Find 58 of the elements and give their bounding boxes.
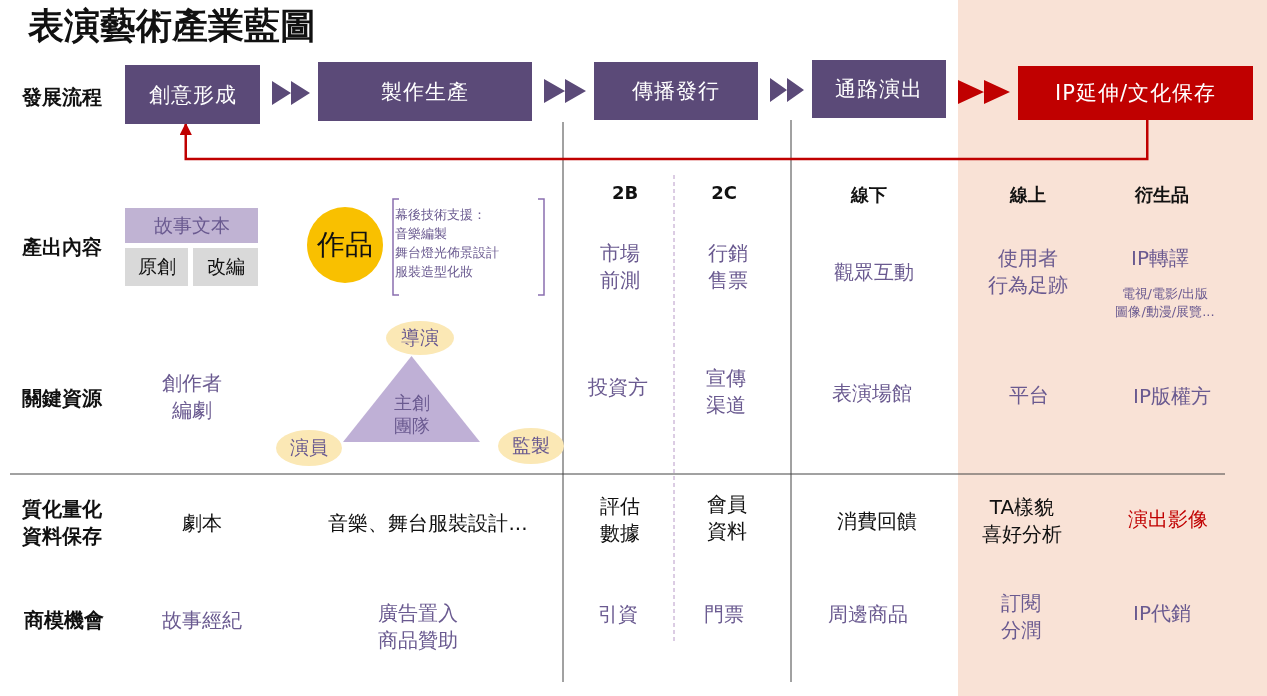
entry-text: 劇本 (182, 509, 222, 537)
column-heading: 線上 (1010, 182, 1046, 207)
entry-text: 會員資料 (707, 491, 747, 545)
entry-text: IP代銷 (1133, 599, 1191, 627)
entry-text: 訂閱分潤 (1001, 590, 1041, 644)
double-chevron-arrow (770, 78, 804, 102)
page-title: 表演藝術產業藍圖 (28, 4, 316, 48)
entry-text: 評估數據 (600, 493, 640, 547)
highlight-circle: 作品 (307, 207, 383, 283)
entry-text: 平台 (1009, 381, 1049, 409)
note-text: 幕後技術支援： (395, 206, 486, 224)
entry-text: 故事經紀 (162, 606, 242, 634)
entry-text: 音樂、舞台服裝設計... (328, 509, 528, 537)
role-ellipse: 演員 (276, 430, 342, 466)
entry-text: 使用者行為足跡 (988, 245, 1068, 299)
note-text: 電視/電影/出版圖像/動漫/展覽... (1115, 285, 1215, 321)
double-chevron-arrow (272, 81, 310, 105)
process-step-box: 傳播發行 (594, 62, 758, 120)
entry-text: 周邊商品 (828, 600, 908, 628)
entry-text: 投資方 (588, 373, 648, 401)
entry-text: IP轉譯 (1131, 244, 1189, 272)
double-chevron-arrow (958, 80, 1010, 104)
row-heading: 商模機會 (24, 606, 104, 634)
row-heading: 發展流程 (22, 83, 102, 111)
entry-text: 宣傳渠道 (706, 365, 746, 419)
role-ellipse: 導演 (386, 321, 454, 355)
process-step-box: IP延伸/文化保存 (1018, 66, 1253, 120)
entry-text: 門票 (704, 600, 744, 628)
entry-text: 行銷售票 (708, 240, 748, 294)
entry-text: 觀眾互動 (834, 258, 914, 286)
entry-text: 表演場館 (832, 379, 912, 407)
entry-text: 市場前測 (600, 240, 640, 294)
row-heading: 產出內容 (22, 233, 102, 261)
entry-text: TA樣貌喜好分析 (982, 494, 1062, 548)
tag-box: 改編 (193, 248, 258, 286)
feedback-arrow (179, 120, 1149, 161)
note-text: 舞台燈光佈景設計 (395, 244, 499, 262)
process-step-box: 通路演出 (812, 60, 946, 118)
entry-text: IP版權方 (1133, 382, 1211, 410)
double-chevron-arrow (544, 79, 586, 103)
entry-text: 演出影像 (1128, 505, 1208, 533)
entry-text: 消費回饋 (837, 507, 917, 535)
column-heading: 2B (611, 180, 639, 205)
process-step-box: 創意形成 (125, 65, 260, 124)
entry-text: 引資 (598, 600, 638, 628)
column-heading: 線下 (851, 182, 887, 207)
note-text: 音樂編製 (395, 225, 447, 243)
entry-text: 廣告置入商品贊助 (378, 600, 458, 654)
note-text: 服裝造型化妝 (395, 263, 473, 281)
entry-text: 創作者編劇 (162, 370, 222, 424)
role-ellipse: 監製 (498, 428, 564, 464)
row-heading: 關鍵資源 (22, 384, 102, 412)
process-step-box: 製作生產 (318, 62, 532, 121)
category-box: 故事文本 (125, 208, 258, 243)
column-heading: 2C (711, 180, 737, 205)
column-heading: 衍生品 (1135, 182, 1189, 207)
tag-box: 原創 (125, 248, 188, 286)
row-heading: 質化量化資料保存 (22, 496, 102, 550)
